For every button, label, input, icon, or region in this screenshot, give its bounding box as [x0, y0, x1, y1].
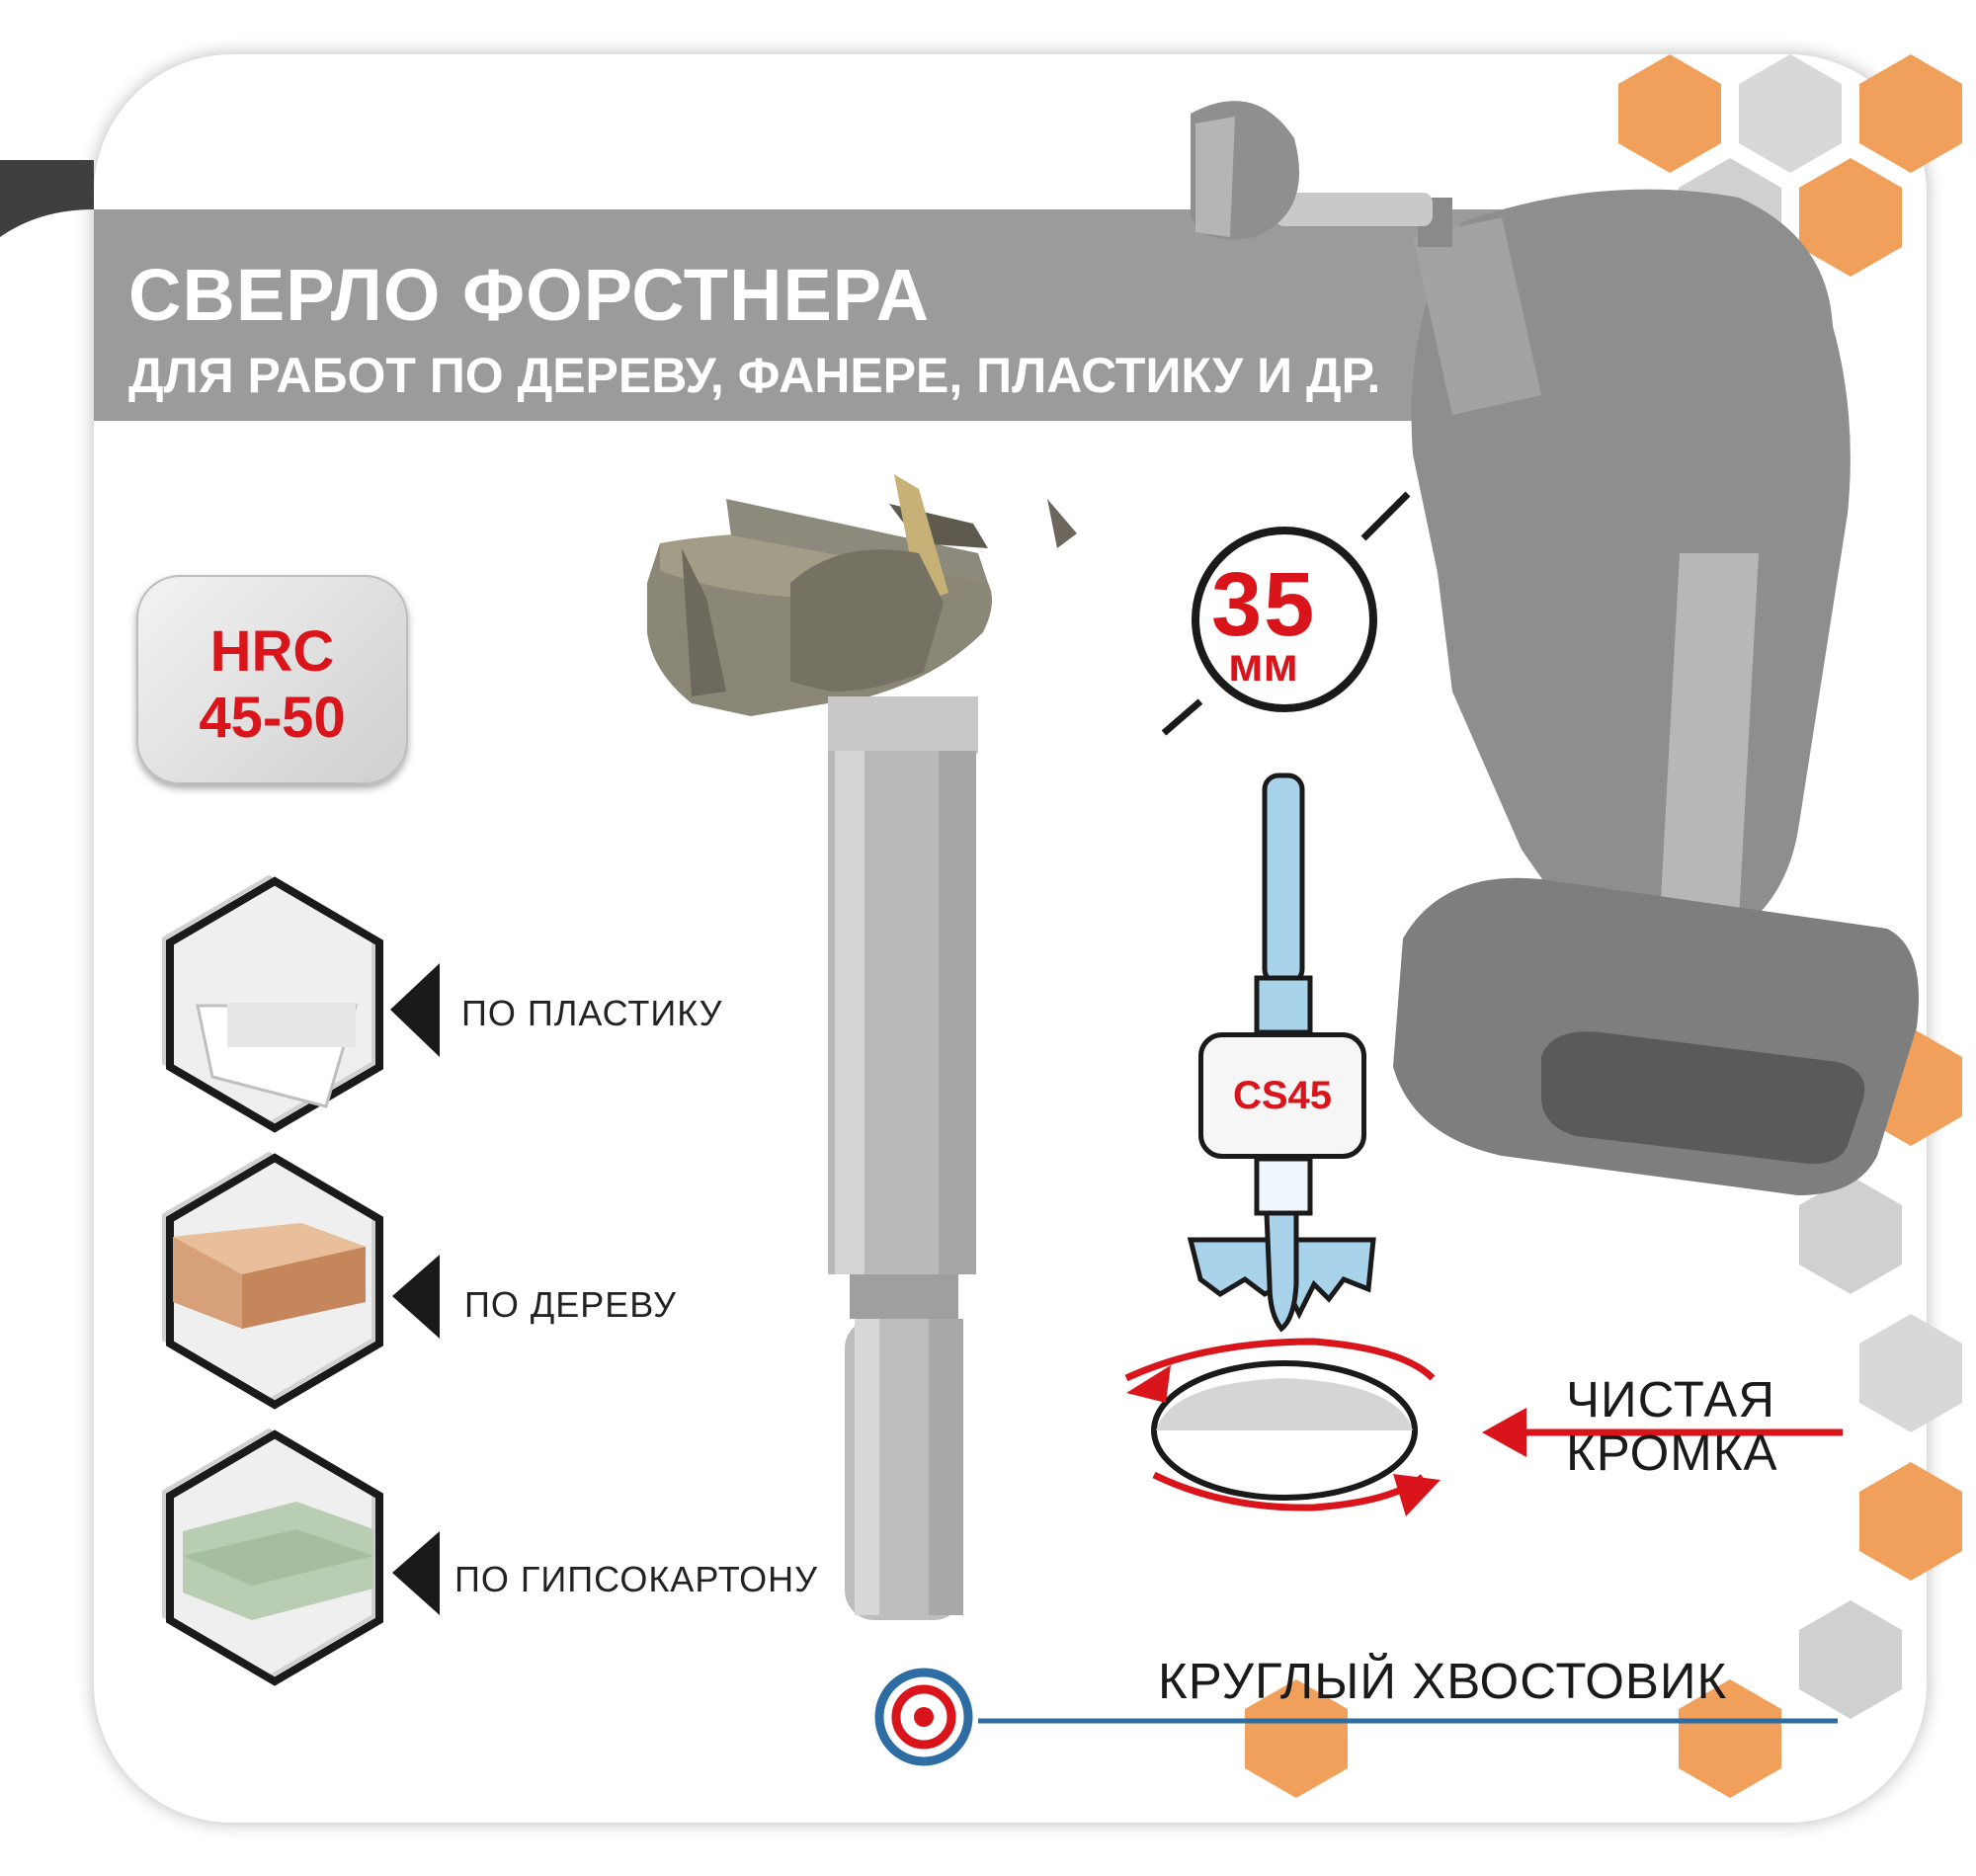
diameter-value: 35: [1211, 554, 1317, 655]
hardness-badge: HRC 45-50: [136, 575, 408, 784]
clean-edge-arrow: [1482, 1408, 1843, 1457]
steel-grade-badge: CS45: [1198, 1032, 1366, 1159]
honeycomb-decoration-top: [1618, 54, 1962, 277]
diameter-unit: мм: [1228, 639, 1299, 692]
drill-illustration: [1191, 101, 1919, 1195]
shank-label: КРУГЛЫЙ ХВОСТОВИК: [1158, 1653, 1728, 1709]
hardness-value: 45-50: [199, 685, 346, 750]
clean-edge-label: ЧИСТАЯ КРОМКА: [1566, 1373, 1777, 1479]
clean-edge-line1: ЧИСТАЯ: [1566, 1371, 1776, 1427]
clean-edge-line2: КРОМКА: [1566, 1424, 1778, 1481]
diameter-circle: [1161, 491, 1411, 736]
material-label-plastic: ПО ПЛАСТИКУ: [461, 993, 723, 1033]
clean-hole-illustration: [1124, 1338, 1441, 1516]
material-label-wood: ПО ДЕРЕВУ: [464, 1284, 677, 1325]
forstner-bit-photo: [647, 474, 1077, 1620]
shank-indicator: [874, 1668, 1838, 1766]
hardness-label: HRC: [209, 619, 335, 684]
schematic-bit: [1187, 773, 1376, 1333]
material-label-drywall: ПО ГИПСОКАРТОНУ: [454, 1559, 818, 1599]
title-banner: [0, 160, 1632, 421]
material-hexagons: [162, 874, 383, 1686]
page-title: СВЕРЛО ФОРСТНЕРА: [128, 254, 931, 336]
material-pointers: [390, 963, 440, 1615]
page-subtitle: ДЛЯ РАБОТ ПО ДЕРЕВУ, ФАНЕРЕ, ПЛАСТИКУ И …: [128, 348, 1381, 403]
